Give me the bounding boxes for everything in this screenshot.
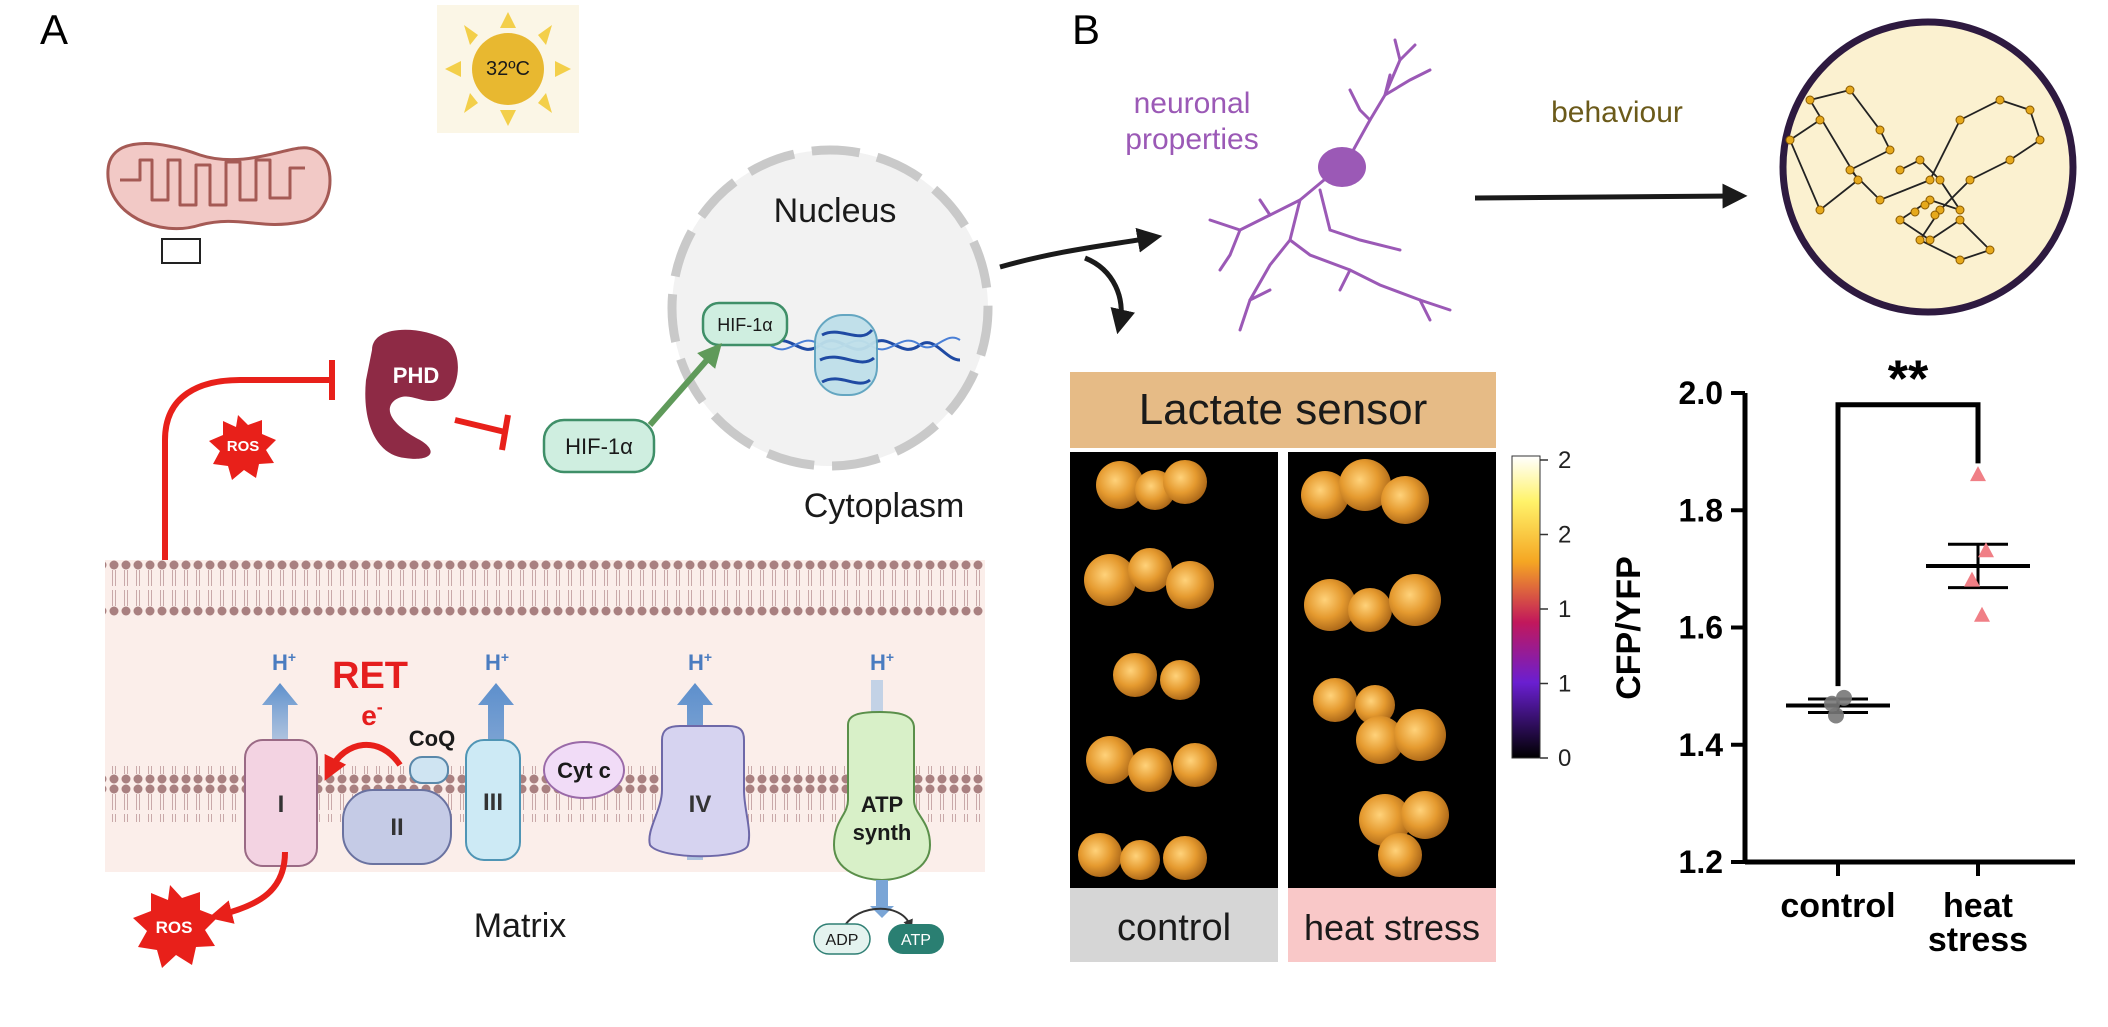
hif-cytoplasm-label: HIF-1α [565, 434, 633, 459]
translocation-arrow [647, 342, 722, 427]
significance-bracket [1835, 402, 1981, 687]
ros-bottom-label: ROS [156, 918, 193, 937]
data-point [1836, 689, 1852, 706]
mitochondrion-icon [106, 142, 332, 264]
panel-a-label: A [40, 6, 68, 53]
neuronal-properties-line2: properties [1125, 123, 1258, 156]
x-category-label: control [1780, 887, 1895, 925]
ros-inhibits-phd-arrow [162, 360, 335, 862]
phd-inhibits-hif-arrow [454, 414, 511, 451]
coq-icon [409, 756, 449, 784]
atp-synthase-icon [832, 710, 932, 882]
proton-label-1: H+ [272, 649, 296, 675]
coq-label: CoQ [409, 726, 455, 751]
atp-synthase-line1: ATP [861, 792, 903, 817]
hif-cytoplasm-box [542, 418, 656, 474]
nucleus-label: Nucleus [774, 192, 897, 230]
electron-label: e- [361, 697, 383, 731]
complex-i-label: I [278, 791, 285, 818]
x-category-label: heat [1943, 887, 2013, 925]
proton-label-atp: H+ [870, 649, 894, 675]
proton-label-3: H+ [485, 649, 509, 675]
sun-icon [437, 5, 579, 133]
complex-iii-icon [465, 739, 521, 861]
atp-label: ATP [901, 932, 931, 949]
panel-b-label: B [1072, 6, 1100, 53]
control-cells [1078, 460, 1217, 880]
to-sensor-arrow [1083, 255, 1135, 335]
colorbar-tick-label: 1 [1558, 596, 1571, 623]
ros-bottom-icon [133, 885, 218, 968]
colorbar-ticks: 2 2 1 1 0 [1540, 447, 1571, 772]
ret-arrow [324, 741, 403, 781]
y-tick-label: 2.0 [1679, 375, 1723, 411]
data-point [1828, 707, 1844, 724]
x-category-label: stress [1928, 921, 2028, 959]
cyt-c-icon [543, 741, 625, 799]
phd-label: PHD [393, 363, 439, 388]
behaviour-arena [1779, 18, 2077, 316]
complex-iv-label: IV [689, 791, 712, 818]
y-tick-label: 1.6 [1679, 610, 1723, 646]
colorbar-tick-label: 2 [1558, 447, 1571, 474]
adp-label: ADP [826, 932, 859, 949]
heat-stress-label-bg [1288, 888, 1496, 962]
cytoplasm-label: Cytoplasm [804, 487, 965, 525]
data-point [1978, 542, 1994, 558]
atp-synthase-line2: synth [853, 820, 912, 845]
neuron-soma-icon [1318, 147, 1366, 187]
y-tick-label: 1.2 [1679, 844, 1723, 880]
colorbar-tick-label: 2 [1558, 522, 1571, 549]
data-point [1964, 571, 1980, 587]
temperature-label: 32ºC [486, 58, 530, 80]
complex-i-to-ros-arrow [208, 851, 288, 924]
lactate-sensor-header [1070, 372, 1496, 448]
data-point [1974, 606, 1990, 622]
neuronal-properties-line1: neuronal [1134, 87, 1251, 120]
hif-nucleus-box [701, 301, 789, 347]
ros-top-label: ROS [227, 438, 260, 455]
colorbar-tick-label: 0 [1558, 745, 1571, 772]
heat-stress-cells [1301, 459, 1449, 877]
ret-label: RET [332, 655, 408, 697]
complex-ii-label: II [390, 814, 403, 841]
complex-ii-icon [342, 789, 452, 865]
y-tick-label: 1.8 [1679, 492, 1723, 528]
phd-enzyme-icon [365, 329, 458, 459]
dna-icon [769, 314, 961, 396]
nucleus-compartment [667, 145, 993, 471]
heat-stress-label: heat stress [1304, 907, 1480, 948]
hif-nucleus-label: HIF-1α [717, 315, 772, 335]
adp-pill [813, 923, 871, 955]
complex-iii-label: III [483, 789, 503, 816]
data-point [1970, 466, 1986, 482]
matrix-label: Matrix [474, 907, 567, 945]
lactate-sensor-title: Lactate sensor [1139, 385, 1428, 434]
to-behaviour-arrow [1474, 183, 1748, 209]
cyt-c-label: Cyt c [557, 758, 611, 783]
y-tick-label: 1.4 [1679, 727, 1724, 763]
behaviour-label: behaviour [1551, 96, 1683, 129]
atp-synthase-stalk [876, 880, 888, 908]
complex-iv-icon [648, 725, 751, 858]
control-label: control [1117, 907, 1231, 949]
neuron-icon [1208, 38, 1452, 332]
significance-label: ** [1888, 351, 1929, 409]
to-neuron-arrow [999, 227, 1163, 270]
y-axis-label: CFP/YFP [1610, 556, 1648, 700]
colorbar-tick-label: 1 [1558, 671, 1571, 698]
ros-top-icon [209, 415, 276, 480]
colorbar [1511, 455, 1541, 759]
control-label-bg [1070, 888, 1278, 962]
atp-pill [888, 924, 944, 954]
proton-label-4: H+ [688, 649, 712, 675]
